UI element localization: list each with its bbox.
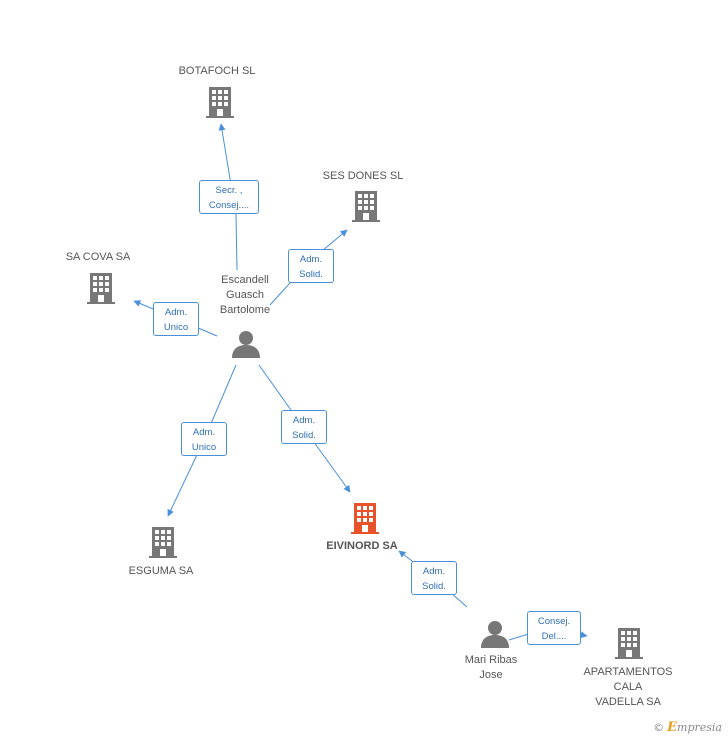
edge-role-apartamentos[interactable]: Consej. Del.... [527,611,581,645]
edge-role-eivinord-mari[interactable]: Adm. Solid. [411,561,457,595]
edge-role-line1: Consej. [537,616,571,627]
edge-role-line2: Unico [163,322,189,333]
edge-role-sa-cova[interactable]: Adm. Unico [153,302,199,336]
edge-role-line1: Adm. [192,427,216,438]
ses-dones-label[interactable]: SES DONES SL [322,170,404,182]
edge-role-line1: Adm. [422,566,446,577]
edge-line-botafoch [218,123,238,271]
edge-role-line2: Unico [191,442,217,453]
edge-role-line1: Adm. [292,415,316,426]
edge-role-line1: Adm. [164,307,188,318]
apartamentos-label[interactable]: APARTAMENTOS CALA VADELLA SA [583,666,673,708]
edge-role-botafoch[interactable]: Secr. , Consej.... [199,180,259,214]
edge-role-line1: Secr. , [215,185,243,196]
sa-cova-building-icon[interactable] [86,271,116,310]
sa-cova-label[interactable]: SA COVA SA [65,251,131,263]
edge-role-line2: Consej.... [208,200,250,211]
ses-dones-building-icon[interactable] [351,189,381,228]
botafoch-building-icon[interactable] [205,85,235,124]
edge-role-esguma[interactable]: Adm. Unico [181,422,227,456]
botafoch-label[interactable]: BOTAFOCH SL [178,65,256,77]
edge-role-line1: Adm. [299,254,323,265]
edge-role-line2: Solid. [299,269,323,280]
esguma-building-icon[interactable] [148,525,178,564]
edge-role-line2: Del.... [541,631,567,642]
copyright-symbol: © [653,721,665,734]
edge-role-line2: Solid. [292,430,316,441]
eivinord-building-icon[interactable] [350,501,380,540]
mari-ribas-label[interactable]: Mari Ribas Jose [464,654,518,681]
brand-initial: E [667,720,678,735]
mari-ribas-person-icon[interactable] [480,620,510,653]
apartamentos-building-icon[interactable] [614,626,644,665]
edge-role-eivinord-escandell[interactable]: Adm. Solid. [281,410,327,444]
escandell-person-icon[interactable] [231,330,261,363]
escandell-label[interactable]: Escandell Guasch Bartolome [219,274,271,316]
edge-role-ses-dones[interactable]: Adm. Solid. [288,249,334,283]
brand-name: mpresia [677,721,722,734]
esguma-label[interactable]: ESGUMA SA [128,565,194,577]
empresia-logo[interactable]: ©Empresia [653,720,722,735]
eivinord-label[interactable]: EIVINORD SA [326,540,398,552]
edge-role-line2: Solid. [422,581,446,592]
